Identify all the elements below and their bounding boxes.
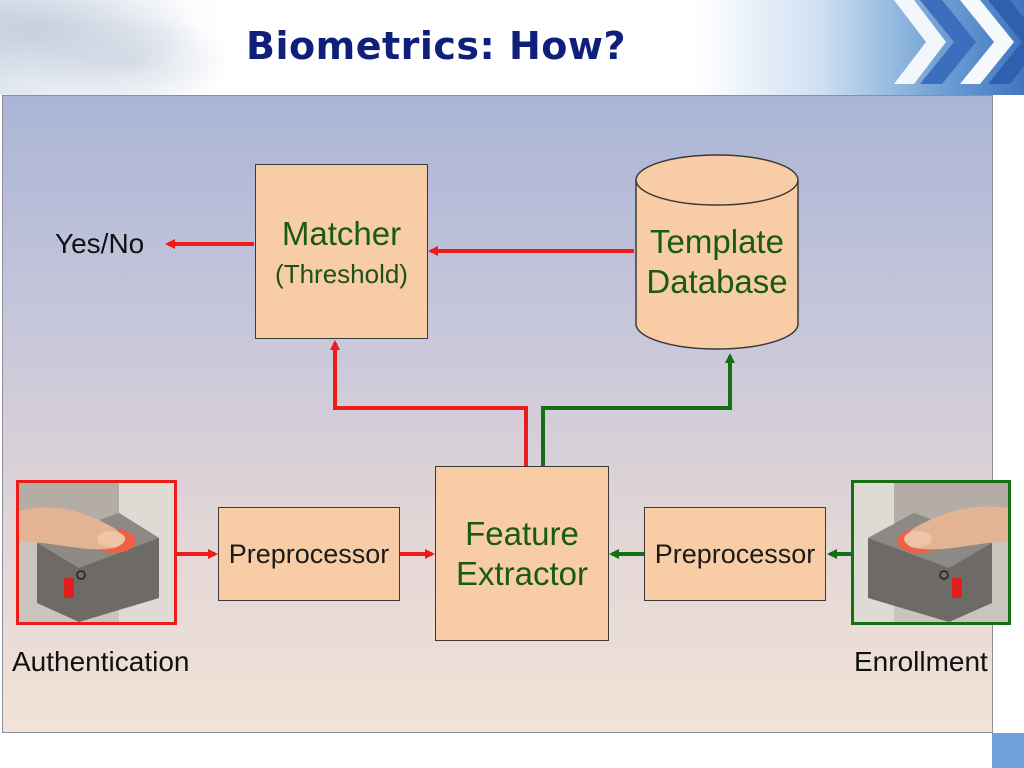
header-decoration [0, 0, 230, 95]
database-shape [635, 154, 799, 350]
preprocessor-left-label: Preprocessor [228, 539, 390, 569]
authentication-label: Authentication [12, 646, 190, 677]
enrollment-photo [851, 480, 1011, 625]
database-label: Template Database [634, 222, 800, 302]
diagram-connectors [165, 239, 851, 559]
decision-output-label: Yes/No [55, 228, 145, 259]
preprocessor-right-label: Preprocessor [654, 539, 816, 569]
biometric-diagram: Yes/No Matcher (Threshold) Template Data… [2, 95, 1011, 733]
preprocessor-right-box: Preprocessor [644, 507, 826, 601]
feature-extractor-box: Feature Extractor [435, 466, 609, 641]
arrow-extractor-to-matcher [330, 340, 528, 466]
chevron-right-icon [894, 0, 1024, 84]
preprocessor-left-box: Preprocessor [218, 507, 400, 601]
database-line2: Database [646, 263, 788, 300]
authentication-photo [16, 480, 177, 625]
slide-header: Biometrics: How? [0, 0, 1024, 95]
corner-accent [992, 733, 1024, 768]
enrollment-label: Enrollment [854, 646, 988, 677]
page-title: Biometrics: How? [246, 24, 627, 68]
matcher-title: Matcher [281, 214, 402, 252]
extractor-line1: Feature [465, 514, 579, 552]
template-database-cylinder: Template Database [634, 152, 800, 352]
fingerprint-scanner-photo [19, 483, 174, 622]
fingerprint-scanner-photo [854, 483, 1008, 622]
matcher-subtitle: (Threshold) [275, 258, 408, 289]
right-margin [993, 95, 1024, 733]
matcher-box: Matcher (Threshold) [255, 164, 428, 339]
arrow-extractor-to-database [541, 353, 735, 466]
database-line1: Template [650, 223, 784, 260]
extractor-line2: Extractor [455, 554, 589, 592]
